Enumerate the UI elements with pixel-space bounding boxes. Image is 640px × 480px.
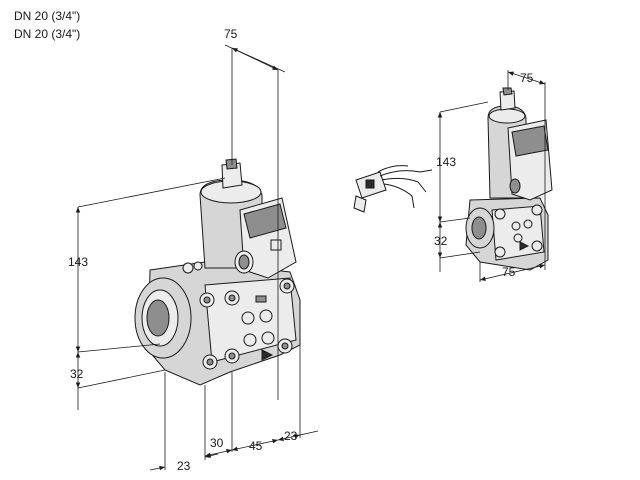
dim-small-top-width: 75 bbox=[520, 71, 534, 85]
dim-large-front-23: 23 bbox=[177, 459, 191, 473]
dim-large-lower-height: 32 bbox=[70, 367, 84, 381]
header-line-1: DN 20 (3/4") bbox=[14, 9, 81, 23]
large-dimension-lines bbox=[75, 44, 319, 471]
dim-large-top-width: 75 bbox=[224, 27, 238, 41]
small-valve bbox=[465, 87, 553, 271]
dim-large-front-30: 30 bbox=[210, 436, 224, 450]
small-dimension-lines bbox=[437, 70, 546, 282]
dim-small-bottom-width: 75 bbox=[502, 265, 516, 279]
dim-small-height: 143 bbox=[436, 155, 456, 169]
dim-small-lower-height: 32 bbox=[434, 234, 448, 248]
dim-large-height: 143 bbox=[68, 255, 88, 269]
connector-plug bbox=[353, 165, 433, 213]
header-line-2: DN 20 (3/4") bbox=[14, 27, 81, 41]
dim-large-side-23: 23 bbox=[284, 429, 298, 443]
dim-large-front-45: 45 bbox=[249, 439, 263, 453]
large-valve bbox=[134, 158, 301, 386]
